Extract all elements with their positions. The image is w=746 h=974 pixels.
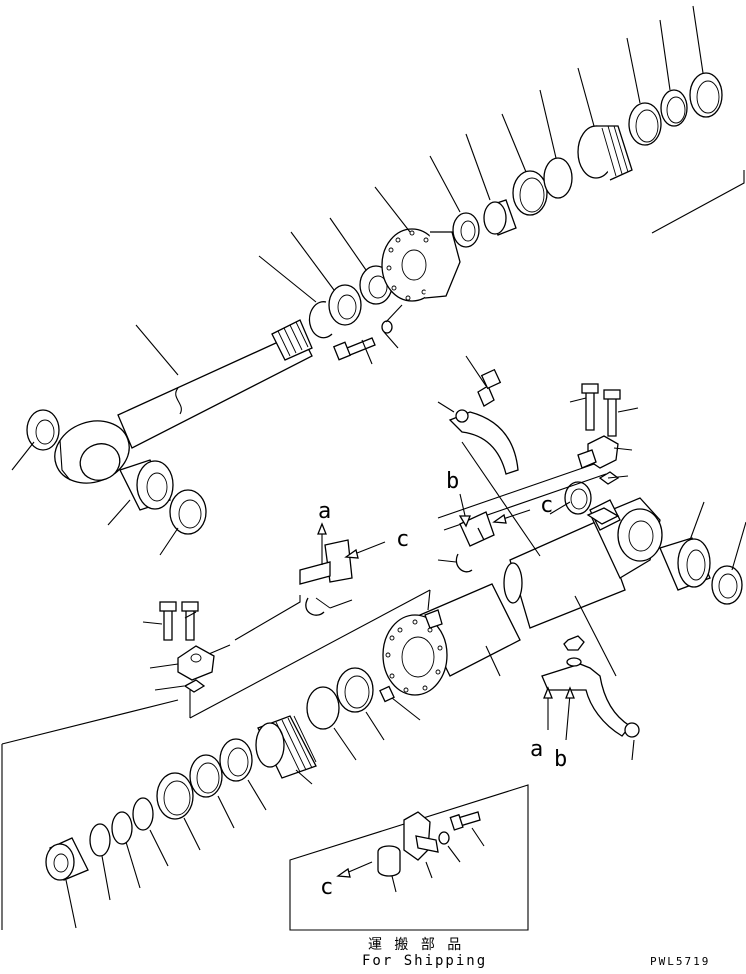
arrow-a-lower: [543, 686, 553, 730]
caption-japanese: 運 搬 部 品: [368, 937, 463, 953]
label-c-right: c: [540, 493, 553, 518]
rod-ring-1: [328, 284, 362, 326]
piston-rod: [54, 319, 313, 484]
leader-lines-lower: [1, 699, 385, 930]
head-bushing: [45, 837, 89, 881]
pipe-clamp-right: [455, 553, 473, 573]
head-ring-4: [189, 754, 223, 798]
piston-flange: [381, 228, 461, 302]
block-bolt-left-1: [159, 601, 177, 641]
piston-ring-2: [512, 170, 548, 216]
manifold-block-left: [177, 645, 215, 681]
rod-bushing: [119, 459, 174, 511]
head-ring-5: [156, 772, 194, 820]
piston-ring-5: [660, 89, 688, 127]
arrow-b-lower: [565, 686, 575, 741]
head-ring-7: [111, 811, 133, 845]
tube-dust-seal: [711, 565, 743, 605]
head-ring-3: [219, 738, 253, 782]
piston-bolt: [332, 337, 376, 361]
manifold-block-right: [577, 435, 619, 469]
arrow-b-upper: [458, 493, 471, 528]
label-b-lower: b: [554, 747, 567, 772]
pipe-flange-left: [299, 539, 353, 585]
tube-bushing: [659, 537, 711, 591]
piston-washer: [381, 320, 393, 334]
caption-for-shipping: For Shipping: [362, 953, 487, 969]
head-ring-1: [336, 667, 374, 713]
leader-lines-middle: [142, 355, 746, 761]
head-ring-2: [306, 686, 340, 730]
arrow-c-right: [492, 509, 531, 524]
rod-eye-seal: [26, 409, 60, 451]
piston-ring-3: [543, 157, 573, 199]
block-bolt-right-2: [603, 389, 621, 437]
head-ring-6: [132, 797, 154, 831]
block-bolt-right-1: [581, 383, 599, 431]
piston-bushing: [483, 199, 517, 236]
arrow-a-upper: [317, 522, 327, 565]
head-plug: [379, 685, 395, 703]
head-ring-8: [89, 823, 111, 857]
block-bolt-left-2: [181, 601, 199, 641]
piston-ring-1: [452, 212, 480, 248]
clamp-nut: [563, 635, 585, 651]
mounting-pad: [586, 507, 620, 525]
clamp-bracket-upper: [448, 409, 519, 475]
clamp-bracket-lower: [541, 663, 640, 738]
piston-ring-4: [628, 102, 662, 146]
rod-dust-seal: [169, 489, 207, 535]
block-oring-left: [183, 679, 206, 693]
leader-lines-upper: [11, 5, 745, 556]
label-b-upper: b: [446, 469, 459, 494]
tube-seal-upper: [564, 481, 592, 515]
arrow-c-upper: [344, 541, 386, 559]
label-c-upper: c: [396, 527, 409, 552]
pipe-clamp-left: [305, 597, 331, 616]
label-a-upper: a: [318, 499, 331, 524]
shipping-parts-box: [289, 784, 529, 931]
clamp-bolt-upper: [477, 368, 502, 407]
label-c-box: c: [320, 875, 333, 900]
cylinder-tube: [503, 497, 663, 629]
piston-seal-ribbed: [577, 125, 633, 181]
head-buffer-seal: [255, 715, 317, 779]
label-a-lower: a: [530, 737, 543, 762]
piston-ring-6: [689, 72, 723, 118]
drawing-code: PWL5719: [650, 955, 710, 968]
clamp-washer: [566, 657, 582, 667]
cylinder-head: [382, 583, 521, 696]
snap-ring: [308, 301, 333, 339]
